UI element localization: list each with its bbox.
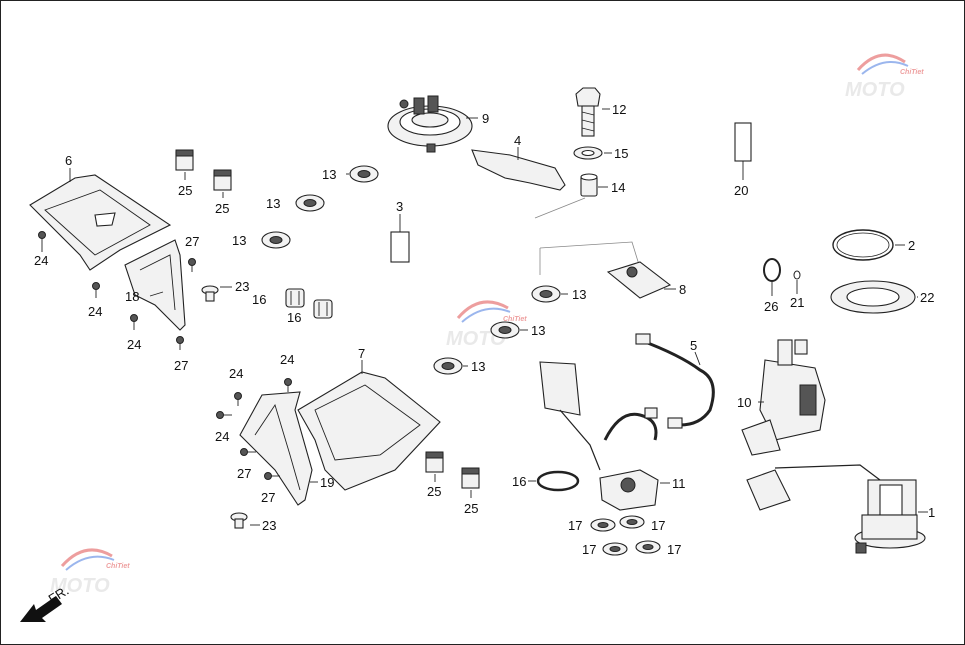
callout-24: 24	[229, 366, 243, 381]
callout-25: 25	[178, 183, 192, 198]
watermark-center: MOTO ChiTiet	[446, 300, 527, 350]
callout-16: 16	[512, 474, 526, 489]
callout-23: 23	[262, 518, 276, 533]
callout-10: 10	[737, 395, 751, 410]
callout-24: 24	[280, 352, 294, 367]
rubbers-16-left	[285, 288, 333, 319]
callout-16: 16	[252, 292, 266, 307]
grommets-13-left	[261, 165, 379, 249]
part-6-side-cover	[29, 168, 172, 271]
callout-27: 27	[174, 358, 188, 373]
part-26-hose-clamp	[763, 258, 781, 296]
watermark-subtext: ChiTiet	[503, 316, 527, 323]
callout-25: 25	[464, 501, 478, 516]
callout-17: 17	[582, 542, 596, 557]
callout-13: 13	[572, 287, 586, 302]
callout-23: 23	[235, 279, 249, 294]
part-18-inner-panel	[124, 239, 186, 331]
part-11-fuel-pump-module	[539, 361, 670, 511]
callout-5: 5	[690, 338, 697, 353]
callout-25: 25	[427, 484, 441, 499]
callout-13: 13	[322, 167, 336, 182]
part-12-bolt	[575, 87, 610, 137]
callout-22: 22	[920, 290, 934, 305]
callout-9: 9	[482, 111, 489, 126]
watermark-text: MOTO	[845, 79, 905, 101]
callout-24: 24	[215, 429, 229, 444]
callout-14: 14	[611, 180, 625, 195]
callout-24: 24	[127, 337, 141, 352]
front-direction-arrow: FR.	[20, 583, 71, 622]
callout-13: 13	[232, 233, 246, 248]
callout-27: 27	[185, 234, 199, 249]
watermark-top-right: MOTO ChiTiet	[845, 53, 924, 101]
callout-12: 12	[612, 102, 626, 117]
callout-8: 8	[679, 282, 686, 297]
callout-16: 16	[287, 310, 301, 325]
callout-27: 27	[237, 466, 251, 481]
clips-25-upper	[175, 149, 232, 198]
watermark-text: MOTO	[50, 575, 110, 597]
part-15-washer	[573, 146, 612, 160]
nuts-17	[590, 515, 661, 556]
callout-13: 13	[471, 359, 485, 374]
callout-21: 21	[790, 295, 804, 310]
part-16-ring	[528, 470, 580, 492]
clips-25-lower	[425, 451, 480, 498]
callout-2: 2	[908, 238, 915, 253]
watermark-bottom-left: MOTO ChiTiet	[50, 548, 130, 597]
watermark-subtext: ChiTiet	[900, 69, 924, 76]
callout-24: 24	[34, 253, 48, 268]
callout-26: 26	[764, 299, 778, 314]
callout-11: 11	[672, 476, 686, 491]
part-22-retainer-plate	[830, 280, 918, 314]
screws-mid-group	[216, 378, 292, 529]
watermark-text: MOTO	[446, 328, 506, 350]
part-3-label-block	[390, 214, 410, 263]
part-9-fuel-cap	[387, 95, 478, 153]
watermark-subtext: ChiTiet	[106, 563, 130, 570]
part-7-lower-cover	[297, 360, 441, 491]
callout-17: 17	[651, 518, 665, 533]
part-2-ring-gasket	[832, 229, 905, 261]
callout-18: 18	[125, 289, 139, 304]
grommets-13-right	[433, 285, 568, 375]
callout-labels: 1 2 3 4 5 6 7 8 9 10 11 12 13 13 13 13 1…	[34, 102, 935, 557]
callout-25: 25	[215, 201, 229, 216]
part-5-wire-harness	[635, 333, 715, 429]
callout-13: 13	[531, 323, 545, 338]
part-14-collar	[580, 173, 608, 197]
callout-19: 19	[320, 475, 334, 490]
callout-17: 17	[667, 542, 681, 557]
callout-6: 6	[65, 153, 72, 168]
callout-13: 13	[266, 196, 280, 211]
part-20-label-block	[734, 122, 752, 180]
callout-20: 20	[734, 183, 748, 198]
callout-3: 3	[396, 199, 403, 214]
part-19-inner-panel	[239, 391, 318, 506]
callout-27: 27	[261, 490, 275, 505]
part-8-bracket	[606, 261, 676, 299]
callout-24: 24	[88, 304, 102, 319]
part-21-clip	[793, 270, 801, 294]
callout-17: 17	[568, 518, 582, 533]
part-4-gasket	[471, 147, 641, 275]
part-1-fuel-pump	[746, 464, 928, 554]
callout-1: 1	[928, 505, 935, 520]
part-10-valve	[741, 339, 826, 456]
callout-7: 7	[358, 346, 365, 361]
callout-4: 4	[514, 133, 521, 148]
callout-15: 15	[614, 146, 628, 161]
screws-left-group	[38, 231, 232, 350]
